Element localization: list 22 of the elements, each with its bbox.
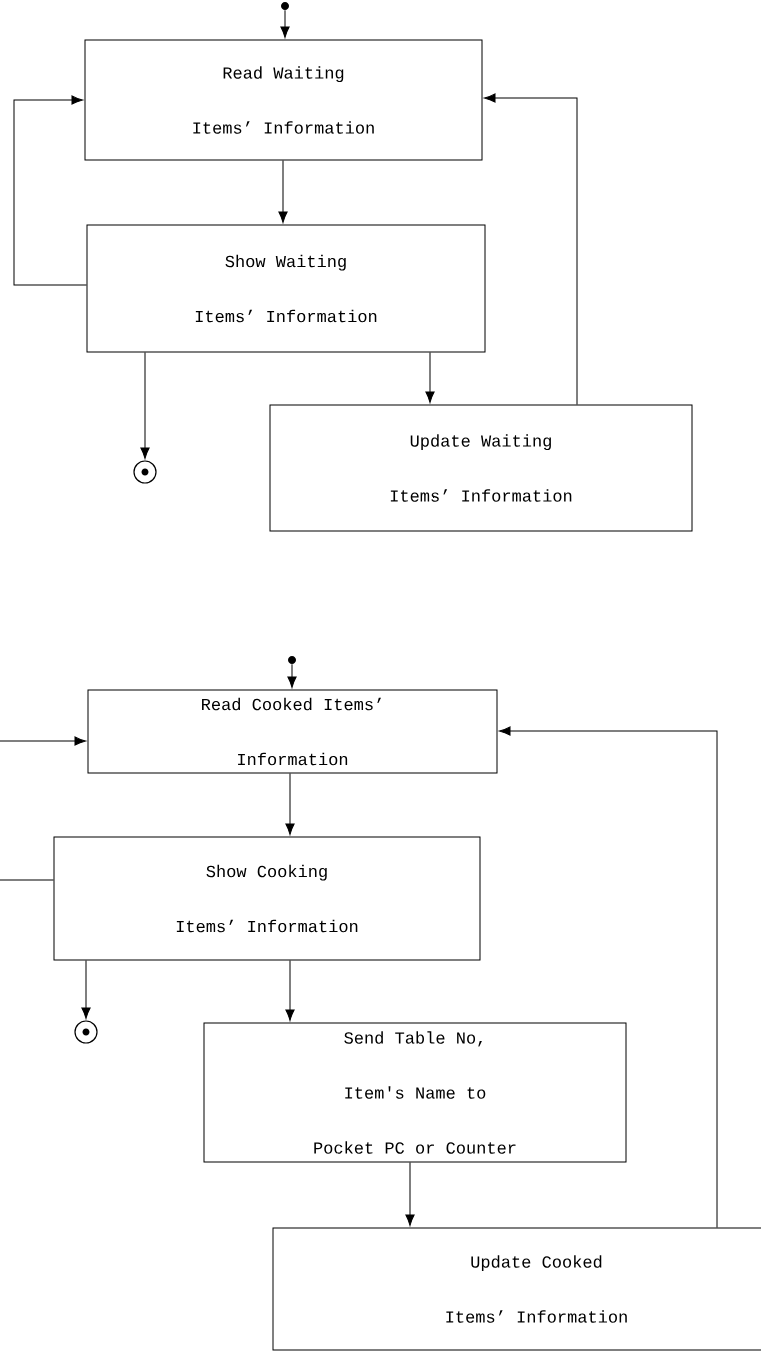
arrow xyxy=(484,93,578,405)
activity-box: Read Waiting Items’ Information xyxy=(84,39,483,161)
activity-box: Show Waiting Items’ Information xyxy=(86,224,486,353)
arrow xyxy=(280,9,290,38)
arrow xyxy=(285,960,295,1021)
arrow xyxy=(81,960,91,1019)
arrow xyxy=(287,663,297,688)
arrow xyxy=(278,160,288,223)
activity-box: Update Cooked Items’ Information xyxy=(272,1227,761,1351)
activity-box: Send Table No, Item's Name to Pocket PC or Counter xyxy=(203,1022,627,1163)
end-circle xyxy=(74,1020,98,1044)
arrow xyxy=(13,95,87,286)
arrow xyxy=(140,352,150,459)
arrow xyxy=(0,736,86,881)
arrow xyxy=(285,773,295,835)
activity-box: Update Waiting Items’ Information xyxy=(269,404,693,532)
activity-box: Show Cooking Items’ Information xyxy=(53,836,481,961)
arrow xyxy=(499,726,718,1228)
arrow xyxy=(425,352,435,403)
activity-box: Read Cooked Items’ Information xyxy=(87,689,498,774)
arrow xyxy=(405,1162,415,1226)
end-circle xyxy=(133,460,157,484)
